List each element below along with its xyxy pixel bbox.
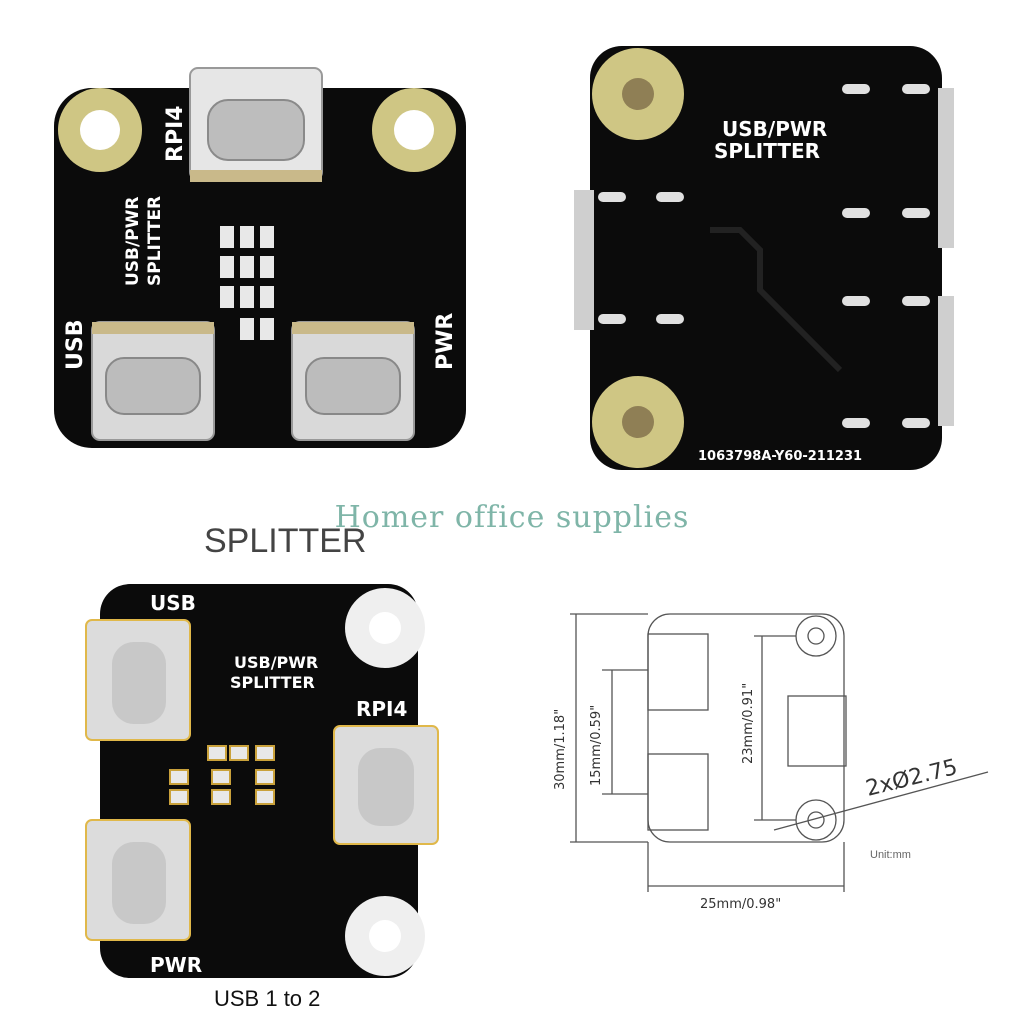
caption-splitter: SPLITTER [204,522,367,560]
caption-usb-1-to-2: USB 1 to 2 [214,986,321,1011]
dim-height-label: 30mm/1.18" [553,709,568,790]
board-title-line1: USB/PWR [123,196,143,286]
dim-width-label: 25mm/0.98" [700,897,781,912]
unit-label: Unit:mm [870,849,911,861]
render-usb-connector [85,619,191,741]
label-pwr: PWR [433,313,458,370]
dim-ports-label: 15mm/0.59" [589,705,604,786]
watermark-text: Homer office supplies [334,500,690,535]
solder-pads [598,84,930,428]
render-rpi4-connector [333,725,439,845]
usb-c-connector-rpi4 [189,67,323,182]
render-label-pwr: PWR [150,953,202,977]
dim-holes-label: 23mm/0.91" [741,683,756,764]
label-usb: USB [63,320,88,370]
board-front-photo: RPI4 USB PWR USB/PWR SPLITTER [54,67,466,448]
back-title-line1: USB/PWR [722,117,827,141]
render-smd-components [169,745,275,805]
render-title-line1: USB/PWR [234,653,318,672]
board-back-photo: USB/PWR SPLITTER 1063798A-Y60-211231 [574,46,954,470]
serial-number: 1063798A-Y60-211231 [698,449,862,464]
board-render-image: USB PWR RPI4 USB/PWR SPLITTER [85,584,439,978]
usb-c-connector-pwr [291,321,415,441]
render-title-line2: SPLITTER [230,673,315,692]
render-label-usb: USB [150,591,196,615]
render-label-rpi4: RPI4 [356,697,407,721]
board-title-line2: SPLITTER [145,196,165,286]
dimension-drawing: 30mm/1.18" 15mm/0.59" 23mm/0.91" 25mm/0.… [553,613,989,912]
dim-hole-diameter-label: 2xØ2.75 [863,755,960,802]
back-title-line2: SPLITTER [714,139,820,163]
usb-c-connector-usb [91,321,215,441]
label-rpi4: RPI4 [163,105,188,162]
smd-components [220,226,274,340]
render-pwr-connector [85,819,191,941]
